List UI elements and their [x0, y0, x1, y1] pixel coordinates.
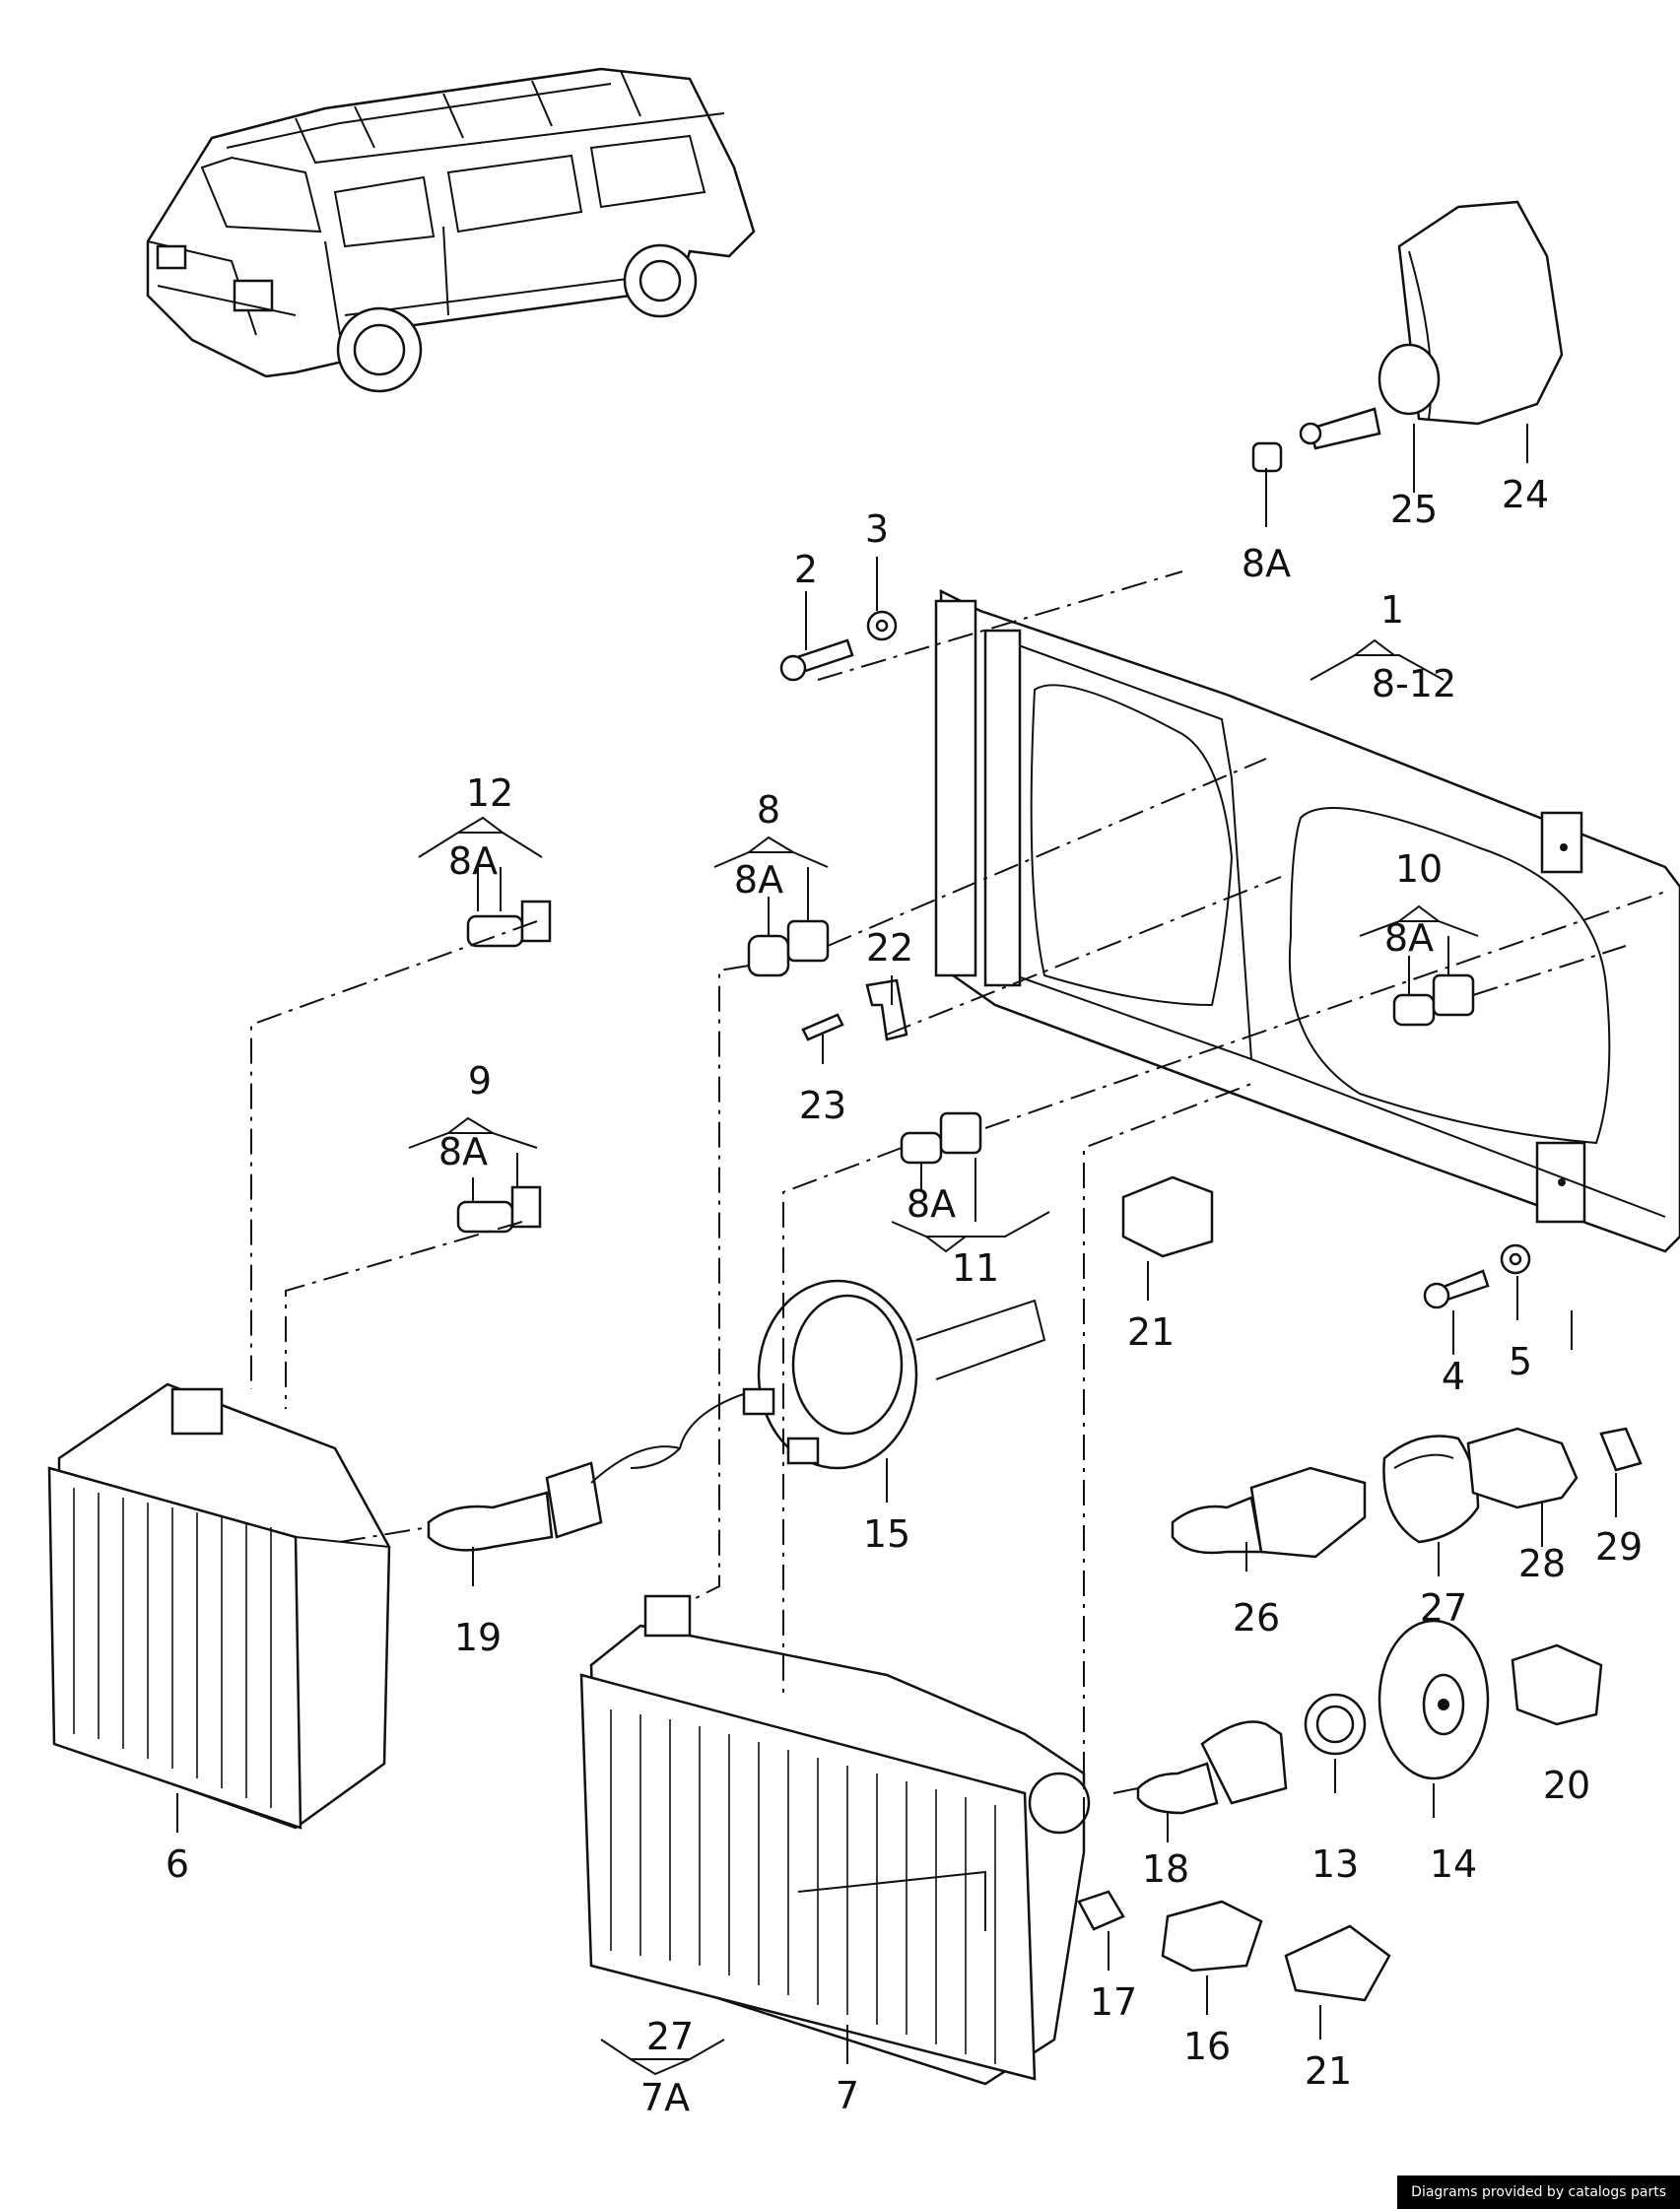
cap-14	[1378, 1619, 1490, 1780]
washer-3	[866, 610, 898, 641]
callout-9-ref-8a: 8A	[438, 1130, 488, 1173]
callout-26: 26	[1233, 1596, 1280, 1640]
harness-15	[630, 1279, 1046, 1470]
contact-29	[1599, 1427, 1643, 1472]
callout-20: 20	[1543, 1764, 1590, 1807]
callout-17: 17	[1090, 1980, 1137, 2024]
callout-25: 25	[1390, 488, 1438, 531]
callout-28: 28	[1518, 1542, 1566, 1585]
callout-3: 3	[865, 507, 889, 551]
callout-10-ref-8a: 8A	[1384, 916, 1434, 960]
callout-11: 11	[952, 1246, 999, 1290]
callout-24: 24	[1502, 473, 1549, 516]
socket-28	[1466, 1427, 1579, 1509]
pin-23	[801, 1013, 844, 1041]
callout-13: 13	[1311, 1842, 1359, 1886]
bulb-socket-9	[456, 1185, 542, 1234]
headlight-support-frame	[934, 588, 1680, 1253]
bulb-socket-11	[900, 1111, 982, 1165]
callout-11-ref-8a: 8A	[907, 1182, 956, 1226]
connector-21-lower	[1284, 1924, 1391, 2002]
callout-15: 15	[863, 1512, 910, 1556]
callout-5: 5	[1509, 1340, 1532, 1383]
callout-labels: 1 8-12 2 3 4 5 6 7 27 7A 8 8A 8A 9 8A 10…	[166, 473, 1643, 2119]
bulb-25	[1299, 343, 1441, 450]
bulb-socket-8	[747, 919, 830, 977]
callout-1-range: 8-12	[1372, 662, 1456, 705]
diagram-credit: Diagrams provided by catalogs parts	[1397, 2176, 1680, 2209]
van-illustration	[146, 67, 756, 393]
main-headlight-7	[579, 1594, 1091, 2086]
clip-22	[865, 978, 908, 1041]
callout-12-ref-8a: 8A	[448, 839, 498, 883]
ring-13	[1304, 1693, 1367, 1756]
callout-4: 4	[1442, 1355, 1465, 1398]
callout-8: 8	[757, 788, 780, 832]
callout-9: 9	[468, 1059, 492, 1103]
cap-27	[1382, 1435, 1480, 1544]
callout-6: 6	[166, 1842, 189, 1886]
callout-8a-top: 8A	[1242, 542, 1291, 585]
bulb-17	[1077, 1890, 1125, 1931]
callout-7: 7	[836, 2074, 859, 2117]
assembly-lines	[250, 468, 1666, 1823]
bulb-socket-12	[466, 900, 552, 948]
washer-5	[1500, 1243, 1531, 1275]
connector-20	[1511, 1643, 1603, 1726]
callout-16: 16	[1183, 2025, 1231, 2068]
callout-12: 12	[466, 771, 513, 815]
callout-21-upper: 21	[1127, 1310, 1175, 1354]
bulb-socket-10	[1392, 973, 1475, 1027]
callout-18: 18	[1142, 1847, 1189, 1891]
callout-7a: 7A	[640, 2076, 690, 2119]
auxiliary-lamp-6	[47, 1382, 391, 1830]
callout-14: 14	[1430, 1842, 1477, 1886]
callout-21-lower: 21	[1305, 2049, 1352, 2093]
callout-8-ref-8a: 8A	[734, 858, 783, 902]
bulb-19	[427, 1445, 681, 1552]
callout-2: 2	[794, 548, 818, 591]
callout-29: 29	[1595, 1525, 1643, 1569]
bulb-18	[1136, 1720, 1288, 1815]
callout-22: 22	[866, 926, 913, 970]
callout-19: 19	[454, 1616, 502, 1659]
callout-1: 1	[1380, 588, 1404, 632]
callout-7-ref-27: 27	[646, 2015, 694, 2058]
screw-2	[779, 638, 854, 682]
socket-16	[1161, 1900, 1263, 1973]
bulb-socket-8a-top	[1251, 441, 1283, 473]
callout-10: 10	[1395, 847, 1443, 891]
callout-27: 27	[1420, 1586, 1467, 1630]
bulb-26	[1171, 1466, 1367, 1559]
screw-4	[1423, 1269, 1490, 1309]
callout-23: 23	[799, 1084, 846, 1127]
connector-21-upper	[1121, 1175, 1214, 1258]
